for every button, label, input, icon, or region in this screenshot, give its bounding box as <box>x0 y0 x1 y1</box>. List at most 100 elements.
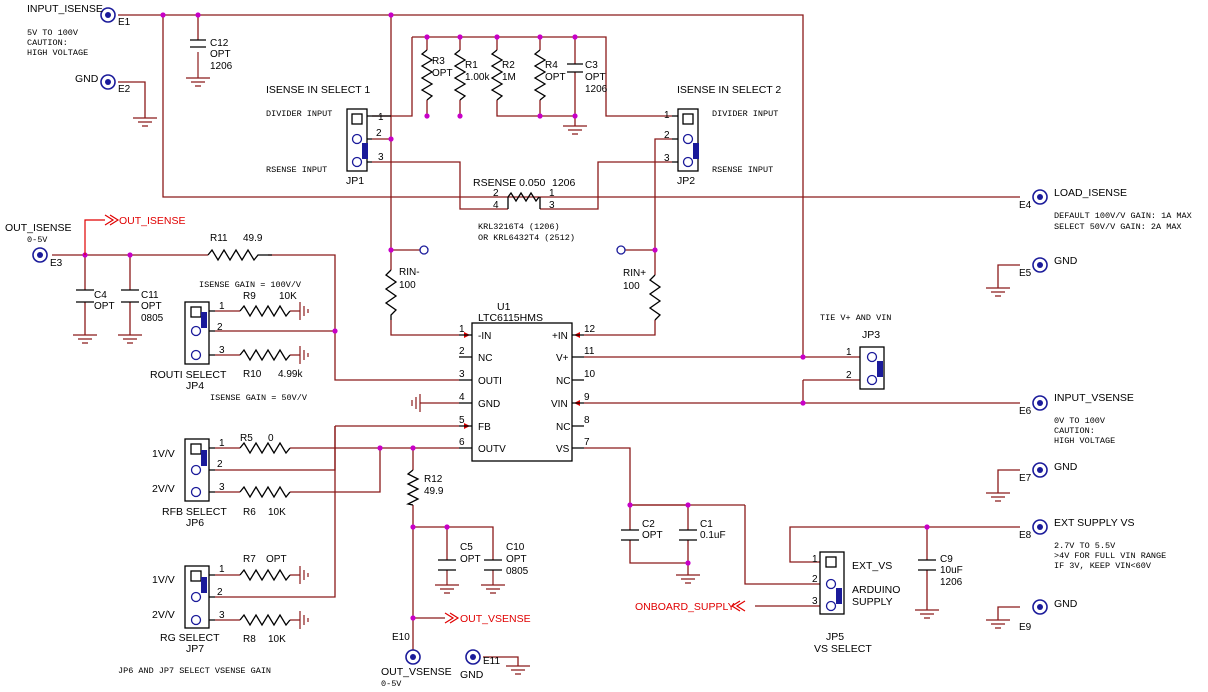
jumper-jp5[interactable]: EXT_VS ARDUINO SUPPLY JP5 VS SELECT 1 2 … <box>812 551 900 655</box>
resistor-r5: R5 0 <box>239 433 291 455</box>
svg-text:OPT: OPT <box>642 530 663 541</box>
svg-text:1: 1 <box>219 438 225 449</box>
svg-text:GND: GND <box>478 399 500 410</box>
resistor-r12: R12 49.9 <box>406 469 444 506</box>
terminal-e1[interactable]: INPUT_ISENSE E1 5V TO 100V CAUTION: HIGH… <box>27 3 131 58</box>
svg-text:EXT SUPPLY VS: EXT SUPPLY VS <box>1054 517 1135 529</box>
svg-text:1: 1 <box>846 347 852 358</box>
svg-text:INPUT_ISENSE: INPUT_ISENSE <box>27 3 103 15</box>
svg-text:3: 3 <box>219 610 225 621</box>
terminal-e8[interactable]: EXT SUPPLY VS E8 2.7V TO 5.5V >4V FOR FU… <box>1019 517 1166 571</box>
svg-text:R12: R12 <box>424 474 443 485</box>
svg-text:R4: R4 <box>545 60 558 71</box>
svg-text:C3: C3 <box>585 60 598 71</box>
resistor-r3: R3 OPT <box>420 49 453 101</box>
svg-text:KRL3216T4 (1206): KRL3216T4 (1206) <box>478 222 560 232</box>
svg-text:4: 4 <box>493 200 499 211</box>
svg-text:TIE V+ AND VIN: TIE V+ AND VIN <box>820 313 891 323</box>
terminal-e2[interactable]: GND E2 <box>75 73 131 95</box>
jumper-jp7[interactable]: 1V/V 2V/V RG SELECT JP7 1 2 3 <box>152 564 225 655</box>
resistor-rin-minus: RIN- 100 <box>384 267 420 320</box>
svg-text:ISENSE GAIN = 100V/V: ISENSE GAIN = 100V/V <box>199 280 302 290</box>
terminal-e4[interactable]: LOAD_ISENSE E4 DEFAULT 100V/V GAIN: 1A M… <box>1019 187 1192 232</box>
svg-text:2: 2 <box>664 130 670 141</box>
capacitor-c3: C3 OPT 1206 <box>567 60 608 95</box>
terminal-e11[interactable]: E11 GND <box>460 649 500 681</box>
svg-text:NC: NC <box>478 353 492 364</box>
svg-text:2V/V: 2V/V <box>152 609 175 621</box>
svg-text:R2: R2 <box>502 60 515 71</box>
terminal-e10[interactable]: E10 OUT_VSENSE 0-5V <box>381 632 452 689</box>
terminal-e7[interactable]: GND E7 <box>1019 461 1078 484</box>
resistor-rsense: RSENSE 0.050 1206 2 1 4 3 KRL3216T4 (120… <box>473 177 576 243</box>
svg-text:2: 2 <box>846 370 852 381</box>
svg-text:RSENSE INPUT: RSENSE INPUT <box>266 165 327 175</box>
svg-text:RSENSE 0.050: RSENSE 0.050 <box>473 177 546 189</box>
terminal-e6[interactable]: INPUT_VSENSE E6 0V TO 100V CAUTION: HIGH… <box>1019 392 1134 446</box>
svg-text:RFB SELECT: RFB SELECT <box>162 506 227 518</box>
svg-text:ROUTI SELECT: ROUTI SELECT <box>150 369 227 381</box>
capacitor-c5: C5 OPT <box>438 542 481 571</box>
svg-text:ISENSE GAIN = 50V/V: ISENSE GAIN = 50V/V <box>210 393 308 403</box>
svg-text:2: 2 <box>812 574 818 585</box>
svg-text:C4: C4 <box>94 290 107 301</box>
svg-text:GND: GND <box>1054 255 1078 267</box>
terminal-e5[interactable]: GND E5 <box>1019 255 1078 279</box>
svg-text:0-5V: 0-5V <box>381 679 402 689</box>
svg-text:3: 3 <box>219 345 225 356</box>
svg-text:3: 3 <box>549 200 555 211</box>
svg-text:4.99k: 4.99k <box>278 369 303 380</box>
jumper-jp6[interactable]: 1V/V 2V/V RFB SELECT JP6 1 2 3 <box>152 438 227 529</box>
svg-text:6: 6 <box>459 437 465 448</box>
terminal-e9[interactable]: GND E9 <box>1019 598 1078 633</box>
resistor-r6: R6 10K <box>239 485 291 518</box>
svg-text:C10: C10 <box>506 542 525 553</box>
svg-text:OPT: OPT <box>210 49 231 60</box>
svg-text:2: 2 <box>217 322 223 333</box>
svg-text:GND: GND <box>1054 461 1078 473</box>
jumper-jp4[interactable]: ISENSE GAIN = 100V/V ISENSE GAIN = 50V/V… <box>150 280 308 403</box>
svg-text:U1: U1 <box>497 301 511 313</box>
svg-text:E2: E2 <box>118 84 131 95</box>
resistor-r9: R9 10K <box>239 291 297 318</box>
svg-text:10K: 10K <box>268 507 286 518</box>
svg-text:DIVIDER INPUT: DIVIDER INPUT <box>266 109 332 119</box>
svg-text:1V/V: 1V/V <box>152 574 175 586</box>
svg-text:0-5V: 0-5V <box>27 235 48 245</box>
svg-text:2: 2 <box>217 587 223 598</box>
svg-text:10K: 10K <box>279 291 297 302</box>
svg-text:OPT: OPT <box>545 72 566 83</box>
svg-text:49.9: 49.9 <box>243 233 263 244</box>
svg-text:GND: GND <box>1054 598 1078 610</box>
svg-text:ISENSE IN SELECT 2: ISENSE IN SELECT 2 <box>677 84 781 96</box>
svg-text:3: 3 <box>378 152 384 163</box>
jumper-jp1[interactable]: ISENSE IN SELECT 1 DIVIDER INPUT RSENSE … <box>266 84 391 187</box>
svg-text:R9: R9 <box>243 291 256 302</box>
svg-text:JP2: JP2 <box>677 175 695 187</box>
svg-text:ISENSE IN SELECT 1: ISENSE IN SELECT 1 <box>266 84 370 96</box>
svg-text:OR KRL6432T4 (2512): OR KRL6432T4 (2512) <box>478 233 575 243</box>
svg-text:+IN: +IN <box>552 331 568 342</box>
svg-text:VS: VS <box>556 444 570 455</box>
svg-text:2.7V TO 5.5V: 2.7V TO 5.5V <box>1054 541 1116 551</box>
svg-text:2: 2 <box>459 346 465 357</box>
jumper-jp3[interactable]: TIE V+ AND VIN JP3 1 2 <box>820 313 891 390</box>
svg-text:OUT_ISENSE: OUT_ISENSE <box>5 222 72 234</box>
svg-text:3: 3 <box>664 153 670 164</box>
svg-text:1: 1 <box>219 301 225 312</box>
svg-text:3: 3 <box>219 482 225 493</box>
svg-text:1206: 1206 <box>210 61 233 72</box>
svg-text:OUTV: OUTV <box>478 444 506 455</box>
svg-text:1206: 1206 <box>552 177 576 189</box>
resistor-r4: R4 OPT <box>533 49 566 101</box>
jumper-jp2[interactable]: ISENSE IN SELECT 2 DIVIDER INPUT RSENSE … <box>664 84 781 187</box>
svg-text:1: 1 <box>219 564 225 575</box>
terminal-e3[interactable]: OUT_ISENSE 0-5V E3 <box>5 222 72 269</box>
capacitor-c2: C2 OPT <box>621 519 663 541</box>
svg-text:R3: R3 <box>432 56 445 67</box>
svg-text:JP3: JP3 <box>862 329 880 341</box>
svg-text:LTC6115HMS: LTC6115HMS <box>478 312 543 324</box>
capacitor-c12: C12 OPT 1206 <box>190 38 233 72</box>
resistor-rin-plus: RIN+ 100 <box>623 268 662 321</box>
svg-text:100: 100 <box>399 280 416 291</box>
